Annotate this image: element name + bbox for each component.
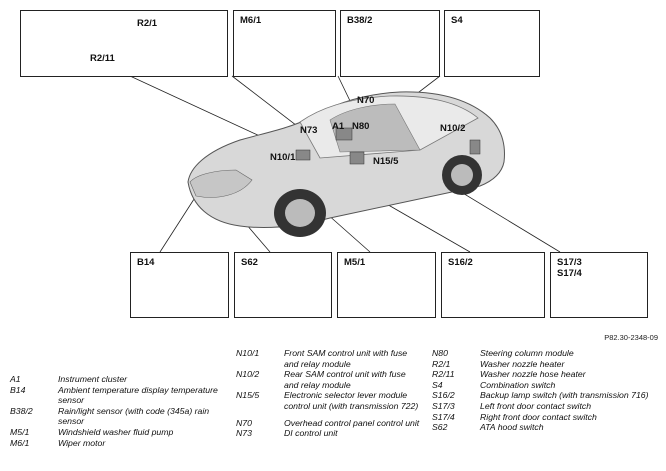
legend-code: S17/4 bbox=[432, 411, 455, 422]
callout-n10-1: N10/1 bbox=[270, 152, 296, 163]
legend-desc: Backup lamp switch (with transmission 71… bbox=[480, 390, 649, 401]
callout-a1: A1 bbox=[332, 121, 345, 132]
legend-item: B14 Ambient temperature display temperatu… bbox=[10, 385, 230, 406]
legend-item: N73 DI control unit bbox=[236, 428, 422, 439]
legend-item: B38/2 Rain/light sensor (with code (345a)… bbox=[10, 406, 230, 427]
legend-code: B14 bbox=[10, 384, 26, 395]
legend-item: M6/1 Wiper motor bbox=[10, 438, 230, 449]
component-box-m6: M6/1 bbox=[233, 10, 336, 77]
callout-n10-2: N10/2 bbox=[440, 123, 466, 134]
legend-code: N15/5 bbox=[236, 390, 260, 401]
legend-column-2: N10/1 Front SAM control unit with fuse an… bbox=[236, 348, 422, 439]
label-b14: B14 bbox=[137, 257, 155, 268]
label-s17-4: S17/4 bbox=[557, 268, 582, 279]
legend-desc: DI control unit bbox=[284, 428, 338, 439]
label-s62: S62 bbox=[241, 257, 258, 268]
legend-desc: Rear SAM control unit with fuse and rela… bbox=[284, 369, 406, 390]
legend-code: S62 bbox=[432, 422, 448, 433]
legend-desc: Washer nozzle heater bbox=[480, 358, 565, 369]
legend-desc: Combination switch bbox=[480, 379, 556, 390]
callout-n80: N80 bbox=[352, 121, 370, 132]
legend-desc: Ambient temperature display temperature … bbox=[58, 384, 218, 406]
legend-item: N80 Steering column module bbox=[432, 348, 660, 359]
legend-item: M5/1 Windshield washer fluid pump bbox=[10, 427, 230, 438]
legend-item: N10/1 Front SAM control unit with fuse an… bbox=[236, 348, 422, 369]
component-box-m5: M5/1 bbox=[337, 252, 436, 318]
callout-n70: N70 bbox=[357, 95, 375, 106]
legend-code: R2/11 bbox=[432, 369, 455, 380]
label-r2-1: R2/1 bbox=[137, 18, 158, 29]
legend-desc: Front SAM control unit with fuse and rel… bbox=[284, 348, 408, 369]
legend-desc: Washer nozzle hose heater bbox=[480, 369, 586, 380]
callout-n15-5: N15/5 bbox=[373, 156, 399, 167]
legend-code: N73 bbox=[236, 428, 252, 439]
leader-b14 bbox=[159, 195, 197, 253]
legend-item: N15/5 Electronic selector lever module co… bbox=[236, 390, 422, 411]
legend-item: R2/1 Washer nozzle heater bbox=[432, 359, 660, 370]
legend-item: S62 ATA hood switch bbox=[432, 422, 660, 433]
label-m5-1: M5/1 bbox=[344, 257, 366, 268]
label-m6-1: M6/1 bbox=[240, 15, 262, 26]
component-box-b38: B38/2 bbox=[340, 10, 440, 77]
legend-item: N70 Overhead control panel control unit bbox=[236, 418, 422, 429]
label-s17: S17/3 S17/4 bbox=[557, 257, 582, 279]
legend-desc: Left front door contact switch bbox=[480, 400, 592, 411]
label-s4: S4 bbox=[451, 15, 463, 26]
component-box-s17: S17/3 S17/4 bbox=[550, 252, 648, 318]
legend-item: S16/2 Backup lamp switch (with transmissi… bbox=[432, 390, 660, 401]
legend-desc: Windshield washer fluid pump bbox=[58, 426, 174, 437]
legend-code: N10/2 bbox=[236, 369, 260, 380]
legend-desc: Right front door contact switch bbox=[480, 411, 597, 422]
legend-code: R2/1 bbox=[432, 358, 451, 369]
component-box-s4: S4 bbox=[444, 10, 540, 77]
label-r2-11: R2/11 bbox=[90, 53, 115, 64]
figure-code: P82.30-2348-09 bbox=[604, 333, 658, 342]
label-s17-3: S17/3 bbox=[557, 257, 582, 268]
legend-code: N70 bbox=[236, 417, 252, 428]
component-box-b14: B14 bbox=[130, 252, 229, 318]
legend-desc: Instrument cluster bbox=[58, 374, 128, 384]
label-b38-2: B38/2 bbox=[347, 15, 373, 26]
legend-code: M6/1 bbox=[10, 437, 30, 448]
legend-desc: Electronic selector lever module control… bbox=[284, 390, 419, 411]
legend-item: S17/4 Right front door contact switch bbox=[432, 412, 660, 423]
legend-code: S4 bbox=[432, 379, 443, 390]
legend-item: R2/11 Washer nozzle hose heater bbox=[432, 369, 660, 380]
legend-desc: Rain/light sensor (with code (345a) rain… bbox=[58, 405, 210, 427]
legend-code: B38/2 bbox=[10, 405, 33, 416]
legend-desc: Steering column module bbox=[480, 348, 574, 358]
legend-item: S4 Combination switch bbox=[432, 380, 660, 391]
legend-code: M5/1 bbox=[10, 426, 30, 437]
component-box-s62: S62 bbox=[234, 252, 332, 318]
component-box-r2 bbox=[20, 10, 228, 77]
legend-code: N80 bbox=[432, 348, 448, 358]
legend-code: A1 bbox=[10, 374, 21, 384]
legend-item: A1 Instrument cluster bbox=[10, 374, 230, 385]
legend-desc: Overhead control panel control unit bbox=[284, 417, 420, 428]
legend-code: N10/1 bbox=[236, 348, 260, 358]
legend-desc: Wiper motor bbox=[58, 437, 106, 448]
legend-item: S17/3 Left front door contact switch bbox=[432, 401, 660, 412]
callout-n73: N73 bbox=[300, 125, 318, 136]
legend-desc: ATA hood switch bbox=[480, 422, 544, 433]
legend-item: N10/2 Rear SAM control unit with fuse and… bbox=[236, 369, 422, 390]
label-s16-2: S16/2 bbox=[448, 257, 473, 268]
legend-code: S16/2 bbox=[432, 390, 455, 401]
legend-column-1: A1 Instrument cluster B14 Ambient temperat… bbox=[10, 374, 230, 448]
legend-code: S17/3 bbox=[432, 400, 455, 411]
component-box-s16: S16/2 bbox=[441, 252, 545, 318]
car-illustration bbox=[187, 91, 505, 237]
